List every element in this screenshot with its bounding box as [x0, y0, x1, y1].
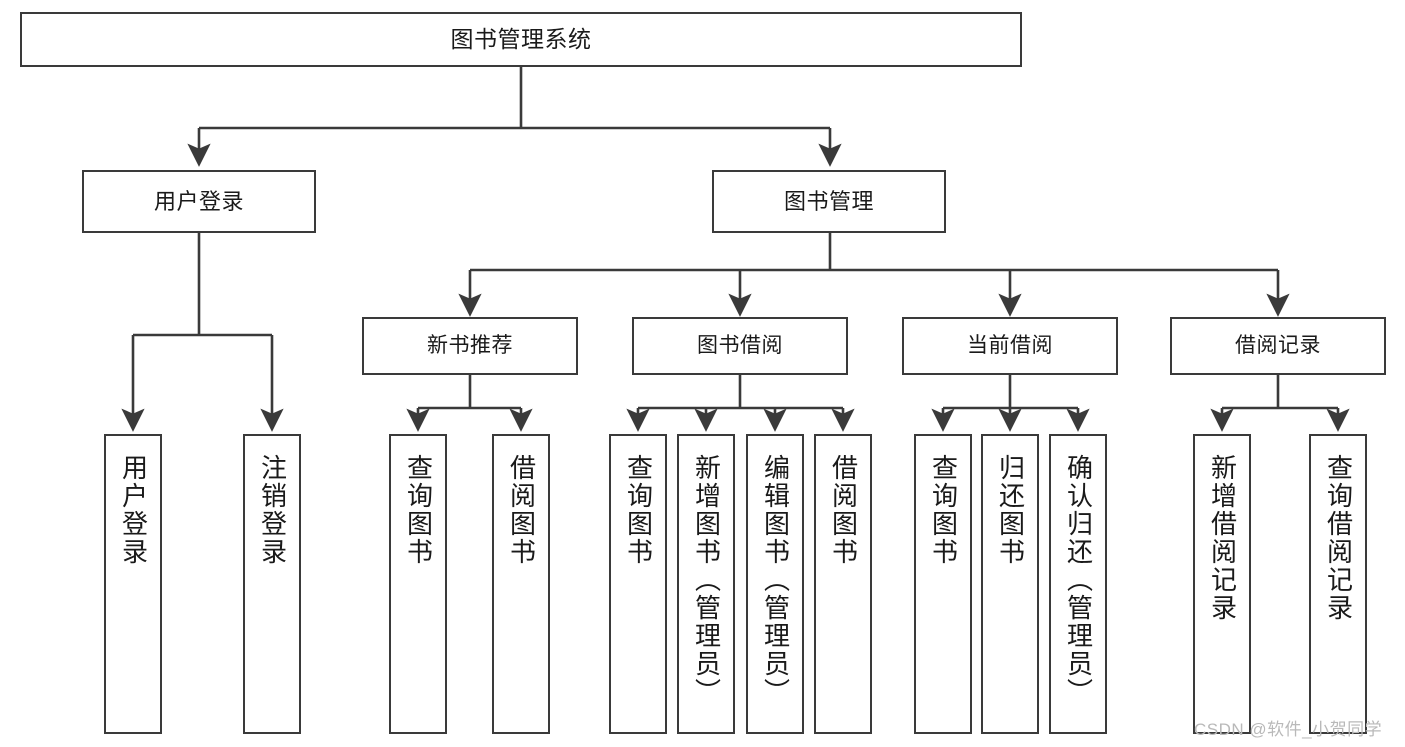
node-current-borrow[interactable]: 当前借阅 — [902, 317, 1118, 375]
leaf-user-login-logout[interactable]: 注销登录 — [243, 434, 301, 734]
node-label: 借阅图书 — [506, 454, 537, 566]
node-label: 图书借阅 — [697, 333, 783, 357]
node-label: 确认归还（管理员） — [1063, 454, 1094, 706]
node-book-management[interactable]: 图书管理 — [712, 170, 946, 233]
leaf-borrow-record-add-record[interactable]: 新增借阅记录 — [1193, 434, 1251, 734]
leaf-current-borrow-return-book[interactable]: 归还图书 — [981, 434, 1039, 734]
node-user-login[interactable]: 用户登录 — [82, 170, 316, 233]
node-label: 编辑图书（管理员） — [760, 454, 791, 706]
node-label: 图书管理系统 — [450, 26, 592, 53]
leaf-book-borrow-query-book[interactable]: 查询图书 — [609, 434, 667, 734]
node-label: 新增图书（管理员） — [691, 454, 722, 706]
leaf-borrow-record-query-record[interactable]: 查询借阅记录 — [1309, 434, 1367, 734]
node-borrow-record[interactable]: 借阅记录 — [1170, 317, 1386, 375]
leaf-book-borrow-borrow-book[interactable]: 借阅图书 — [814, 434, 872, 734]
node-label: 新书推荐 — [427, 333, 513, 357]
csdn-watermark: CSDN @软件_小贺同学 — [1194, 720, 1383, 739]
leaf-new-book-query-book[interactable]: 查询图书 — [389, 434, 447, 734]
leaf-new-book-borrow-book[interactable]: 借阅图书 — [492, 434, 550, 734]
node-label: 借阅图书 — [828, 454, 859, 566]
leaf-user-login-login[interactable]: 用户登录 — [104, 434, 162, 734]
node-label: 借阅记录 — [1235, 333, 1321, 357]
node-label: 图书管理 — [783, 188, 874, 214]
node-label: 用户登录 — [118, 454, 149, 566]
leaf-current-borrow-confirm-return-admin[interactable]: 确认归还（管理员） — [1049, 434, 1107, 734]
node-new-book-recommend[interactable]: 新书推荐 — [362, 317, 578, 375]
node-label: 新增借阅记录 — [1207, 454, 1238, 622]
node-label: 查询借阅记录 — [1323, 454, 1354, 622]
leaf-current-borrow-query-book[interactable]: 查询图书 — [914, 434, 972, 734]
node-root-book-management-system[interactable]: 图书管理系统 — [20, 12, 1022, 67]
node-label: 查询图书 — [928, 454, 959, 566]
node-label: 注销登录 — [257, 454, 288, 566]
leaf-book-borrow-add-book-admin[interactable]: 新增图书（管理员） — [677, 434, 735, 734]
leaf-book-borrow-edit-book-admin[interactable]: 编辑图书（管理员） — [746, 434, 804, 734]
node-book-borrow[interactable]: 图书借阅 — [632, 317, 848, 375]
node-label: 归还图书 — [995, 454, 1026, 566]
node-label: 查询图书 — [623, 454, 654, 566]
node-label: 用户登录 — [153, 188, 244, 214]
node-label: 当前借阅 — [967, 333, 1053, 357]
node-label: 查询图书 — [403, 454, 434, 566]
